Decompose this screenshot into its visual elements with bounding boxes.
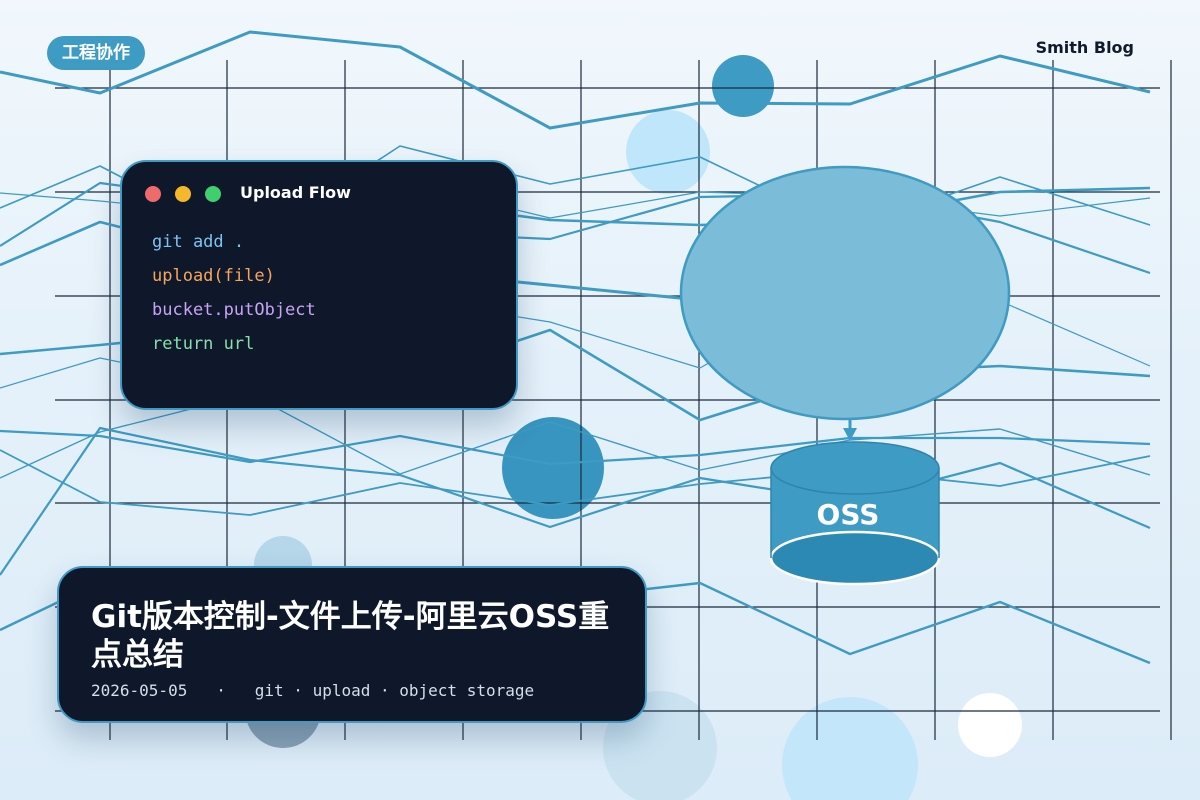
maximize-dot-icon <box>205 186 221 202</box>
post-meta: 2026-05-05 · git · upload · object stora… <box>91 681 535 700</box>
post-date: 2026-05-05 <box>91 681 188 700</box>
post-title-card: Git版本控制-文件上传-阿里云OSS重点总结 2026-05-05 · git… <box>57 566 647 723</box>
bubble <box>502 417 604 519</box>
bubble <box>782 697 918 800</box>
bubble <box>626 110 710 194</box>
bubble <box>958 693 1022 757</box>
code-window: Upload Flow git add . upload(file) bucke… <box>120 160 518 410</box>
category-tag[interactable]: 工程协作 <box>47 36 145 70</box>
code-window-title: Upload Flow <box>240 183 351 202</box>
minimize-dot-icon <box>175 186 191 202</box>
close-dot-icon <box>145 186 161 202</box>
bubble <box>712 55 774 117</box>
code-line: upload(file) <box>152 266 275 286</box>
code-line: return url <box>152 334 255 354</box>
down-arrow <box>843 419 857 441</box>
blog-brand[interactable]: Smith Blog <box>1035 38 1134 57</box>
oss-cylinder: OSS <box>769 441 941 586</box>
post-tags: git · upload · object storage <box>254 681 535 700</box>
post-title: Git版本控制-文件上传-阿里云OSS重点总结 <box>91 599 610 673</box>
oss-label: OSS <box>817 498 880 531</box>
code-line: bucket.putObject <box>152 300 316 320</box>
process-ellipse <box>679 165 1011 421</box>
code-line: git add . <box>152 232 245 252</box>
